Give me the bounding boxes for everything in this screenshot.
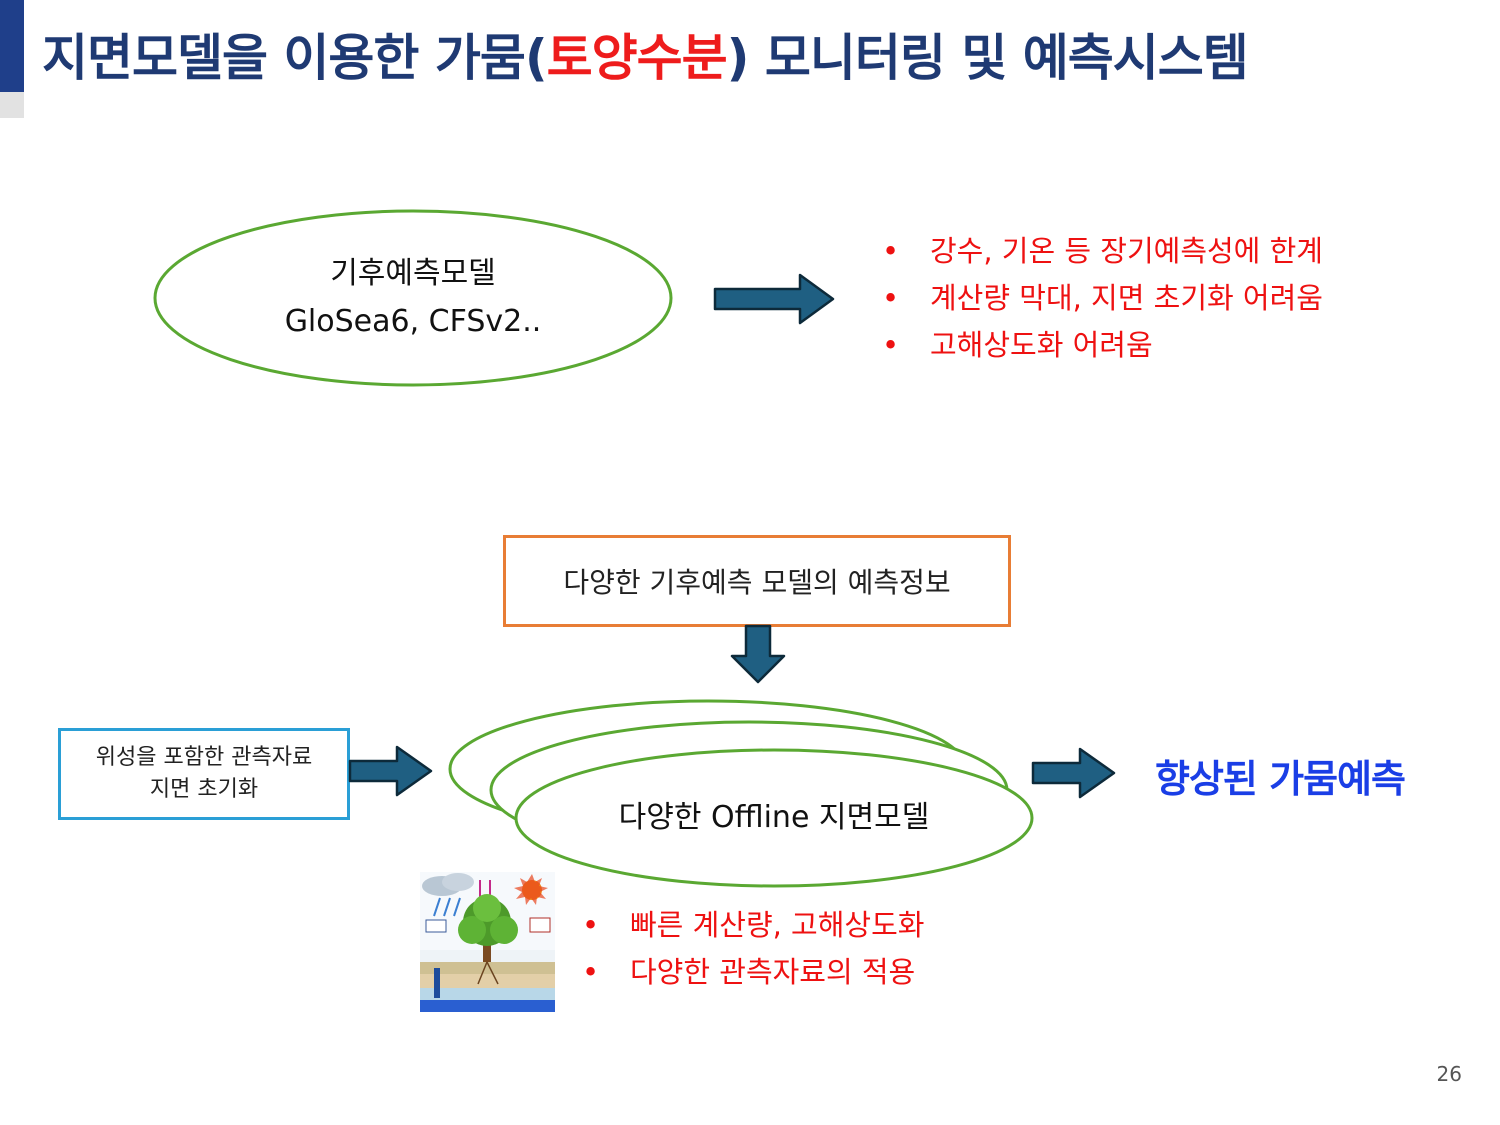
offline-model-advantages: 빠른 계산량, 고해상도화 다양한 관측자료의 적용 [578, 902, 924, 996]
forecast-info-box: 다양한 기후예측 모델의 예측정보 [503, 535, 1011, 627]
title-accent-bar [0, 0, 24, 92]
climate-model-ellipse [153, 209, 673, 387]
title-highlight: 토양수분 [546, 29, 728, 87]
page-number: 26 [1436, 1062, 1462, 1086]
arrow-right-icon [348, 745, 433, 797]
climate-model-label: 기후예측모델 GloSea6, CFSv2.. [284, 256, 542, 339]
arrow-right-icon [1031, 747, 1116, 799]
list-item: 고해상도화 어려움 [878, 322, 1323, 369]
list-item: 다양한 관측자료의 적용 [578, 949, 924, 996]
arrow-right-icon [713, 273, 835, 325]
title-accent-bar-light [0, 92, 24, 118]
offline-model-ellipse-stack [448, 699, 1034, 888]
observation-box: 위성을 포함한 관측자료 지면 초기화 [58, 728, 350, 820]
list-item: 계산량 막대, 지면 초기화 어려움 [878, 275, 1323, 322]
climate-model-limitations: 강수, 기온 등 장기예측성에 한계 계산량 막대, 지면 초기화 어려움 고해… [878, 228, 1323, 369]
land-surface-illustration-icon [420, 872, 555, 1012]
list-item: 강수, 기온 등 장기예측성에 한계 [878, 228, 1323, 275]
page-title: 지면모델을 이용한 가뭄(토양수분) 모니터링 및 예측시스템 [42, 29, 1249, 87]
arrow-down-icon [730, 624, 786, 684]
offline-model-label: 다양한 Offline 지면모델 [618, 800, 930, 835]
result-label: 향상된 가뭄예측 [1155, 757, 1406, 801]
list-item: 빠른 계산량, 고해상도화 [578, 902, 924, 949]
